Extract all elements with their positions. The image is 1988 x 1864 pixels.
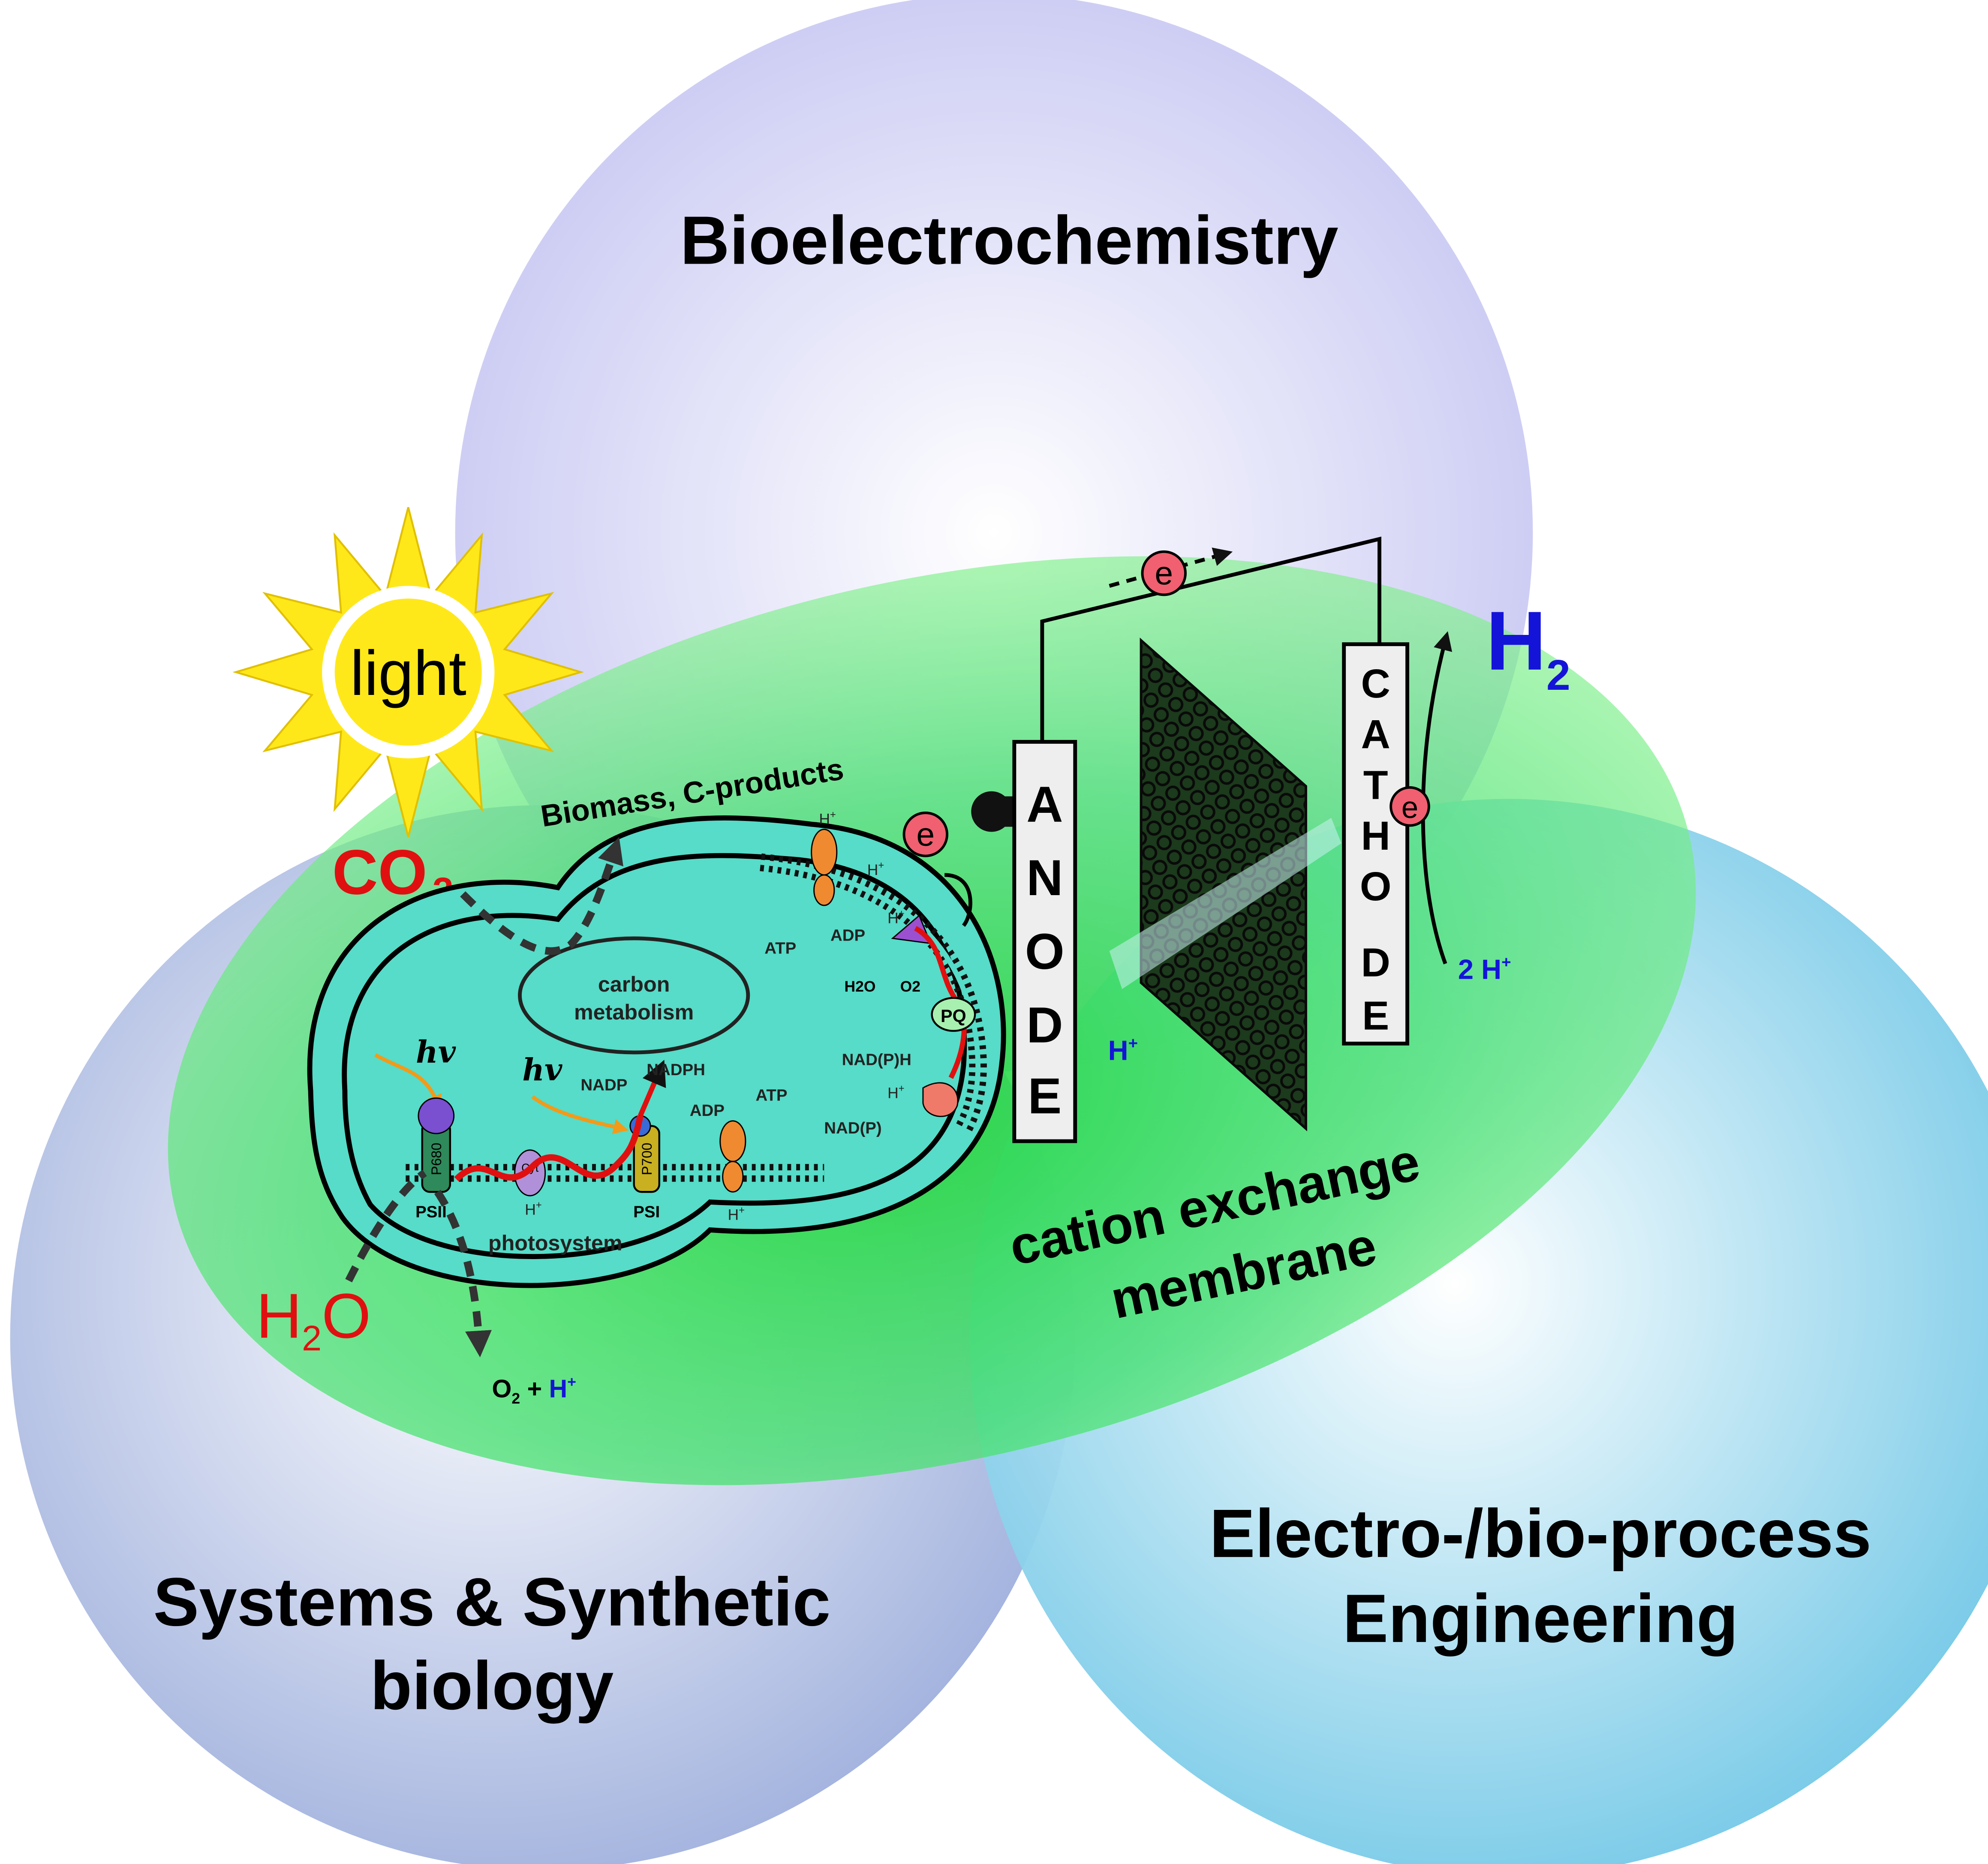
bioelectrochemistry-label: Bioelectrochemistry bbox=[680, 202, 1338, 279]
nadp-right-label: NAD(P) bbox=[824, 1119, 882, 1137]
cathode-electrode bbox=[1342, 642, 1410, 1046]
svg-text:e: e bbox=[1402, 791, 1418, 825]
svg-text:e: e bbox=[916, 816, 935, 853]
nadph-label: NADPH bbox=[647, 1061, 705, 1079]
nadh-dehydrogenase bbox=[922, 1082, 959, 1117]
anode-letter-1: A bbox=[1026, 776, 1063, 833]
hv-arrow-psi bbox=[531, 1095, 629, 1134]
cathode-letter-7: E bbox=[1362, 993, 1389, 1039]
photosystem-label: photosystem bbox=[488, 1230, 623, 1255]
light-label: light bbox=[350, 638, 466, 709]
cathode-letter-6: D bbox=[1361, 940, 1390, 986]
cathode-letter-5: O bbox=[1360, 864, 1392, 909]
o2-h-label: O2 + H+ bbox=[492, 1374, 576, 1407]
nadp-label: NADP bbox=[580, 1076, 627, 1094]
pq-pool: PQ bbox=[931, 997, 976, 1032]
export-wire bbox=[944, 873, 972, 927]
atp-synthase-thylakoid bbox=[719, 1120, 746, 1193]
electron-transport-wave bbox=[454, 1115, 644, 1182]
psi-electron-arrow bbox=[638, 1060, 666, 1117]
two-h-plus-label: 2 H+ bbox=[1458, 953, 1511, 985]
bioprocess-label-line2: Engineering bbox=[1343, 1580, 1738, 1657]
h-plus-membrane-4: H+ bbox=[887, 1083, 904, 1102]
bioprocess-label-line1: Electro-/bio-process bbox=[1209, 1495, 1871, 1572]
cathode-letter-2: A bbox=[1361, 712, 1390, 757]
anode-electrode bbox=[1012, 740, 1077, 1143]
anode-letter-4: D bbox=[1026, 997, 1063, 1053]
svg-text:e: e bbox=[1155, 555, 1173, 592]
h-plus-membrane-2: H+ bbox=[867, 860, 884, 878]
nadph-right-label: NAD(P)H bbox=[842, 1051, 911, 1069]
adp-label-thylakoid: ADP bbox=[690, 1101, 725, 1120]
carbon-metabolism-line2: metabolism bbox=[574, 1000, 694, 1024]
anode-letter-3: O bbox=[1025, 923, 1065, 980]
o2-arrow bbox=[434, 1190, 492, 1358]
h-plus-psii: H+ bbox=[525, 1200, 541, 1218]
electron-icon-circuit: e bbox=[1141, 550, 1187, 596]
anode-letter-2: N bbox=[1026, 850, 1063, 906]
pq-label: PQ bbox=[941, 1006, 966, 1026]
cathode-letter-3: T bbox=[1363, 762, 1388, 808]
h-plus-atpase-thylakoid: H+ bbox=[728, 1205, 744, 1224]
o2-label-membrane: O2 bbox=[900, 978, 920, 995]
atp-label-thylakoid: ATP bbox=[756, 1086, 788, 1104]
hv-arrow-psii bbox=[374, 1053, 442, 1110]
electron-icon-cell: e bbox=[902, 812, 949, 857]
carbon-metabolism-cycle bbox=[518, 936, 750, 1055]
p700-label: P700 bbox=[639, 1142, 655, 1175]
cathode-letter-1: C bbox=[1361, 661, 1390, 707]
hv-label-psi: hv bbox=[522, 1052, 562, 1088]
sun-icon: light bbox=[232, 507, 584, 837]
proton-path-highlight bbox=[1109, 818, 1341, 989]
adp-label-membrane: ADP bbox=[830, 926, 865, 945]
h2o-arrow bbox=[345, 1170, 427, 1283]
carbon-metabolism-line1: carbon bbox=[598, 972, 670, 996]
h2o-label: H2O bbox=[256, 1281, 371, 1358]
terminal-oxidase bbox=[891, 914, 932, 944]
systems-biology-label-line2: biology bbox=[370, 1647, 614, 1724]
systems-biology-label-line1: Systems & Synthetic bbox=[153, 1563, 831, 1640]
h-plus-membrane-1: H+ bbox=[819, 809, 836, 828]
cathode-letter-4: H bbox=[1361, 813, 1390, 859]
atp-synthase-membrane bbox=[811, 828, 838, 906]
psi-label: PSI bbox=[633, 1203, 660, 1221]
h2-label: H2 bbox=[1486, 594, 1570, 699]
hv-label-psii: hv bbox=[416, 1034, 456, 1070]
p680-label: P680 bbox=[429, 1142, 444, 1175]
atp-label-membrane: ATP bbox=[764, 939, 796, 957]
h2o-label-membrane: H2O bbox=[845, 978, 876, 995]
h-plus-membrane-label: H+ bbox=[1108, 1034, 1138, 1066]
anode-letter-5: E bbox=[1028, 1068, 1062, 1124]
psi-complex: P700 PSI bbox=[629, 1115, 660, 1221]
electron-icon-cathode: e bbox=[1389, 786, 1430, 827]
external-circuit-wire bbox=[1040, 536, 1381, 742]
h-plus-membrane-3: H+ bbox=[887, 908, 904, 927]
